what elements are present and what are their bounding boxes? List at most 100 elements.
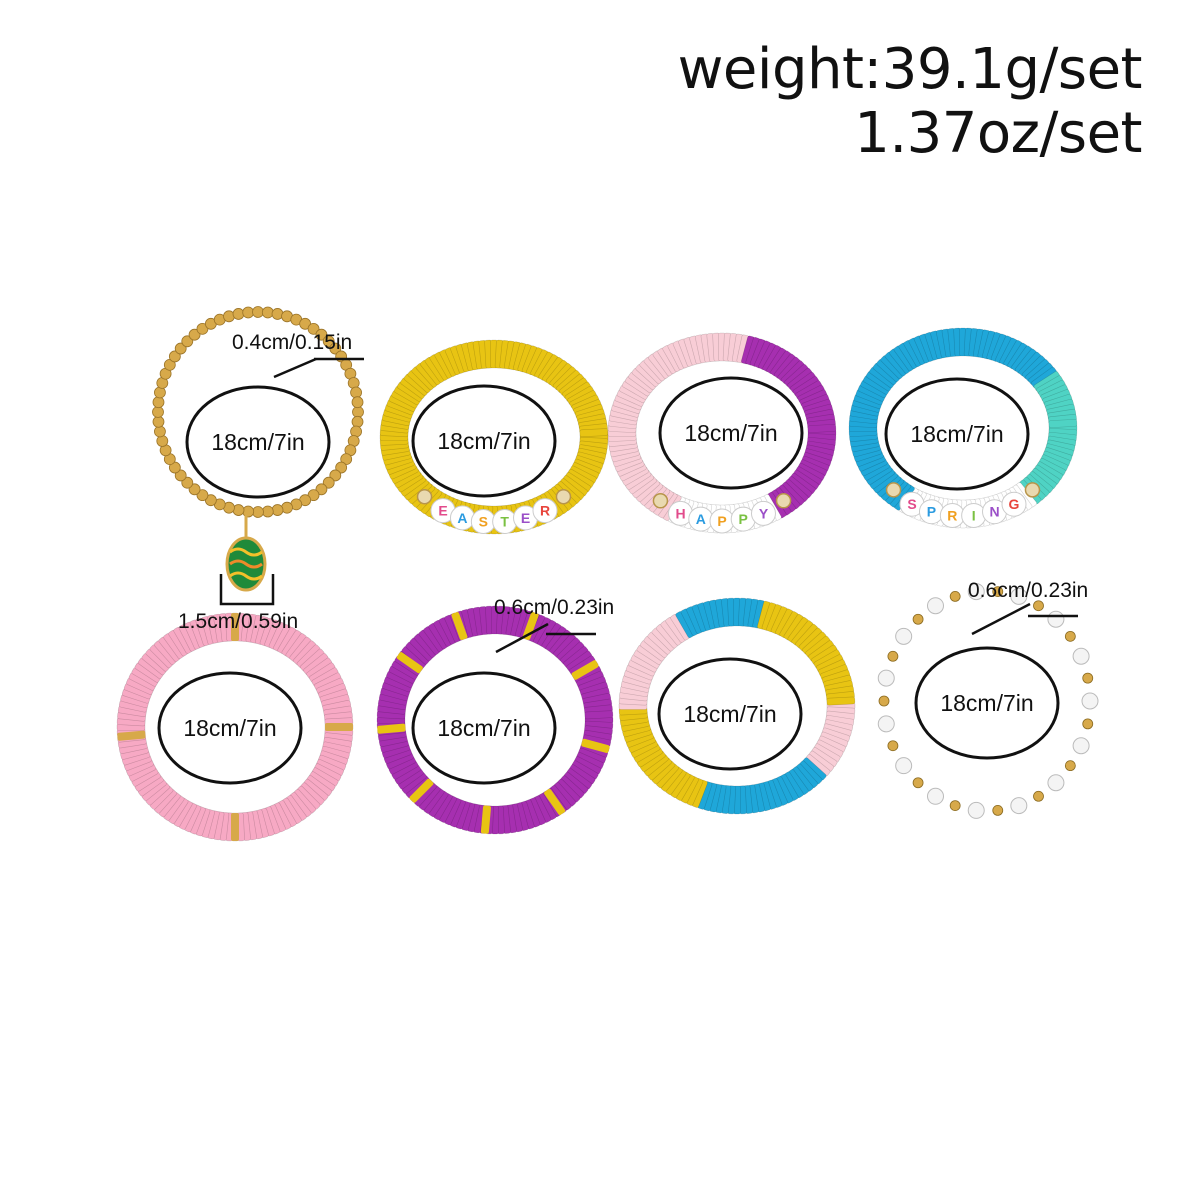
rhinestone-spacer [885, 482, 902, 498]
clay-disc [579, 428, 609, 438]
crystal-bead [1010, 587, 1028, 605]
size-label: 18cm/7in [211, 429, 304, 455]
weight-spec: weight:39.1g/set 1.37oz/set [678, 38, 1143, 166]
gold-bead [242, 306, 255, 319]
weight-ounces: 1.37oz/set [854, 101, 1142, 166]
gold-bead [322, 335, 335, 348]
gold-bead [261, 306, 274, 319]
gold-bead [1033, 600, 1044, 612]
clay-disc [584, 710, 614, 720]
gold-bead [1064, 630, 1076, 642]
crystal-bead [1047, 610, 1065, 628]
size-oval [185, 385, 331, 499]
crystal-bead [967, 801, 985, 819]
gold-bead [329, 469, 342, 482]
gold-bead [878, 695, 890, 707]
gold-bead [174, 469, 187, 482]
gold-bead [307, 322, 320, 335]
crystal-bead [1047, 774, 1065, 792]
gold-bead [351, 415, 364, 428]
letter-bead-letter: H [675, 505, 685, 521]
gold-bead [174, 342, 187, 355]
gold-bead [252, 306, 264, 318]
gold-bead [350, 386, 362, 399]
letter-bead-letter: R [947, 508, 957, 524]
pendant-bracket [219, 574, 275, 606]
crystal-bead [927, 787, 944, 805]
crystal-bead [1081, 692, 1099, 710]
yellow-spacer [409, 778, 434, 803]
size-oval [657, 657, 803, 771]
gold-bead [242, 505, 255, 518]
letter-bead-letter: S [479, 514, 488, 530]
letter-bead [532, 498, 558, 524]
crystal-bead [1072, 647, 1090, 665]
crystal-bead [877, 669, 895, 687]
egg-pendant-icon [225, 536, 267, 592]
gold-bead [1033, 790, 1044, 802]
letter-bead [750, 500, 776, 526]
letter-bead-letter: P [739, 511, 748, 527]
size-oval [658, 376, 804, 490]
rhinestone-spacer [555, 488, 572, 505]
gold-bead [949, 590, 961, 602]
yellow-spacer [451, 612, 468, 640]
egg-stripe [229, 571, 263, 581]
bracelet-pink [116, 612, 354, 842]
crystal-size-label: 0.6cm/0.23in [968, 579, 1088, 602]
letter-bead-letter: T [500, 514, 509, 530]
letter-bead-letter: A [696, 511, 706, 527]
clay-disc [826, 696, 856, 706]
bead-size-label: 0.4cm/0.15in [232, 331, 352, 354]
gold-bead [329, 342, 342, 355]
size-oval [914, 646, 1060, 760]
crystal-bead [927, 597, 944, 615]
rhinestone-spacer [416, 488, 433, 505]
yellow-spacer [581, 738, 610, 753]
size-label: 18cm/7in [183, 715, 276, 741]
clay-disc [1048, 419, 1078, 428]
gold-bead [949, 800, 961, 812]
yellow-spacer [396, 652, 423, 674]
gold-bead [322, 476, 335, 489]
rhinestone-spacer [1024, 482, 1041, 498]
bracelet-purple [376, 605, 614, 835]
letter-bead-letter: G [1009, 496, 1020, 512]
gold-bead [271, 504, 284, 516]
size-label: 18cm/7in [940, 690, 1033, 716]
letter-bead-letter: P [927, 504, 936, 520]
yellow-spacer [571, 660, 599, 680]
yellow-spacer [377, 723, 406, 734]
gold-bead [168, 350, 181, 363]
gold-spacer [231, 813, 239, 841]
gold-bead [335, 461, 348, 474]
size-label: 18cm/7in [437, 715, 530, 741]
gold-bead [181, 335, 194, 348]
gold-spacer [117, 730, 146, 741]
letter-bead [1001, 491, 1027, 517]
egg-stripe [229, 559, 263, 569]
disc-size-label: 0.6cm/0.23in [494, 596, 614, 619]
gold-bead [154, 425, 166, 438]
gold-bead [152, 415, 165, 428]
clay-disc [807, 424, 837, 433]
egg-stripe [229, 547, 263, 557]
gold-bead [992, 586, 1004, 598]
letter-bead-letter: A [457, 510, 467, 526]
gold-bead [992, 804, 1004, 816]
size-oval [157, 671, 303, 785]
yellow-spacer [480, 805, 491, 834]
gold-bead [315, 328, 328, 341]
yellow-spacer [544, 788, 566, 815]
gold-bead [887, 740, 899, 752]
gold-bead [232, 308, 245, 320]
bracelet-gold-bead [152, 306, 364, 592]
crystal-bead [967, 583, 985, 601]
letter-bead-letter: P [717, 513, 726, 529]
size-oval [411, 384, 557, 498]
gold-bead [252, 506, 264, 518]
